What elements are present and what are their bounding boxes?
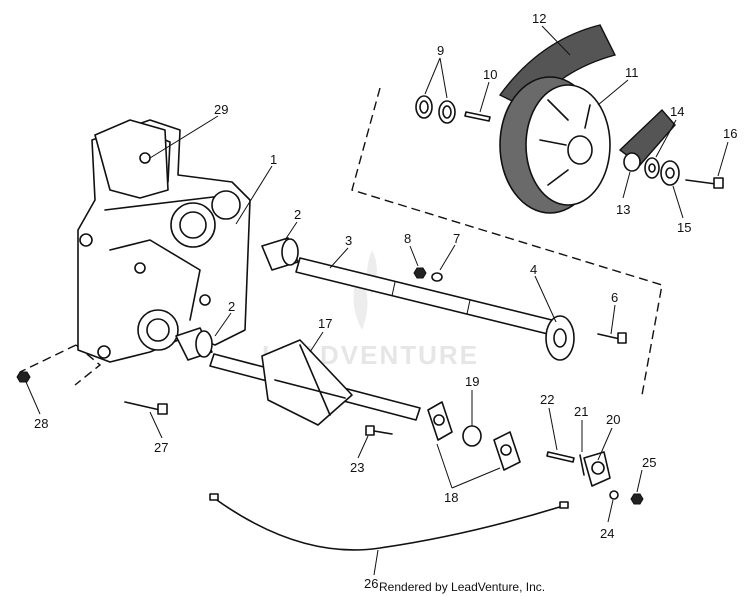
- washer-14: [644, 157, 660, 179]
- cap-housing-20: [583, 451, 611, 487]
- bolt-16: [685, 177, 724, 189]
- callout-27: 27: [154, 440, 168, 455]
- upper-assembly-outline: [351, 87, 663, 396]
- callout-labels: 1 2 2 3 4 6 7 8 9 10 11 12 13 14 15 16 1…: [34, 11, 737, 591]
- nut-25: [630, 493, 644, 505]
- lower-assembly-outline-2: [74, 344, 102, 386]
- callout-9: 9: [437, 43, 444, 58]
- pulley-11: [499, 76, 611, 214]
- callout-7: 7: [453, 231, 460, 246]
- gasket-plate-18b: [493, 431, 521, 471]
- callout-26: 26: [364, 576, 378, 591]
- bolt-6: [597, 332, 627, 344]
- callout-22: 22: [540, 392, 554, 407]
- callout-15: 15: [677, 220, 691, 235]
- gear-case-housing: [77, 119, 251, 363]
- callout-12: 12: [532, 11, 546, 26]
- input-shaft: [295, 257, 561, 337]
- key-22: [546, 451, 575, 463]
- callout-8: 8: [404, 231, 411, 246]
- washers-9: [415, 95, 456, 124]
- callout-28: 28: [34, 416, 48, 431]
- callout-11: 11: [625, 65, 639, 80]
- hub-flange: [545, 315, 575, 361]
- callout-2-upper: 2: [294, 207, 301, 222]
- callout-3: 3: [345, 233, 352, 248]
- callout-24: 24: [600, 526, 614, 541]
- callout-6: 6: [611, 290, 618, 305]
- pin-21: [579, 454, 585, 476]
- callout-21: 21: [574, 404, 588, 419]
- bolt-23: [365, 425, 393, 436]
- nut-28: [16, 371, 31, 383]
- bearing-upper: [261, 237, 299, 271]
- callout-20: 20: [606, 412, 620, 427]
- callout-4: 4: [530, 262, 537, 277]
- mounting-bracket: [94, 119, 169, 199]
- washer-7: [431, 272, 443, 282]
- spacer-13: [623, 152, 641, 172]
- callout-13: 13: [616, 202, 630, 217]
- callout-17: 17: [318, 316, 332, 331]
- lower-assembly-outline: [19, 344, 77, 373]
- leader-lines: [25, 25, 729, 576]
- key-10: [464, 111, 491, 122]
- callout-23: 23: [350, 460, 364, 475]
- callout-25: 25: [642, 455, 656, 470]
- credit-text: Rendered by LeadVenture, Inc.: [379, 580, 545, 594]
- bushing-19: [462, 425, 482, 447]
- callout-18: 18: [444, 490, 458, 505]
- impeller-17: [209, 339, 421, 426]
- bolt-27: [124, 401, 168, 415]
- callout-16: 16: [723, 126, 737, 141]
- callout-2-lower: 2: [228, 299, 235, 314]
- callout-1: 1: [270, 152, 277, 167]
- cable-26: [209, 493, 569, 551]
- callout-10: 10: [483, 67, 497, 82]
- callout-29: 29: [214, 102, 228, 117]
- washer-24: [609, 490, 619, 500]
- washer-15: [660, 160, 680, 186]
- callout-14: 14: [670, 104, 684, 119]
- callout-19: 19: [465, 374, 479, 389]
- nut-8: [413, 267, 427, 279]
- gasket-plate-18a: [427, 401, 453, 441]
- bearing-lower: [175, 327, 213, 361]
